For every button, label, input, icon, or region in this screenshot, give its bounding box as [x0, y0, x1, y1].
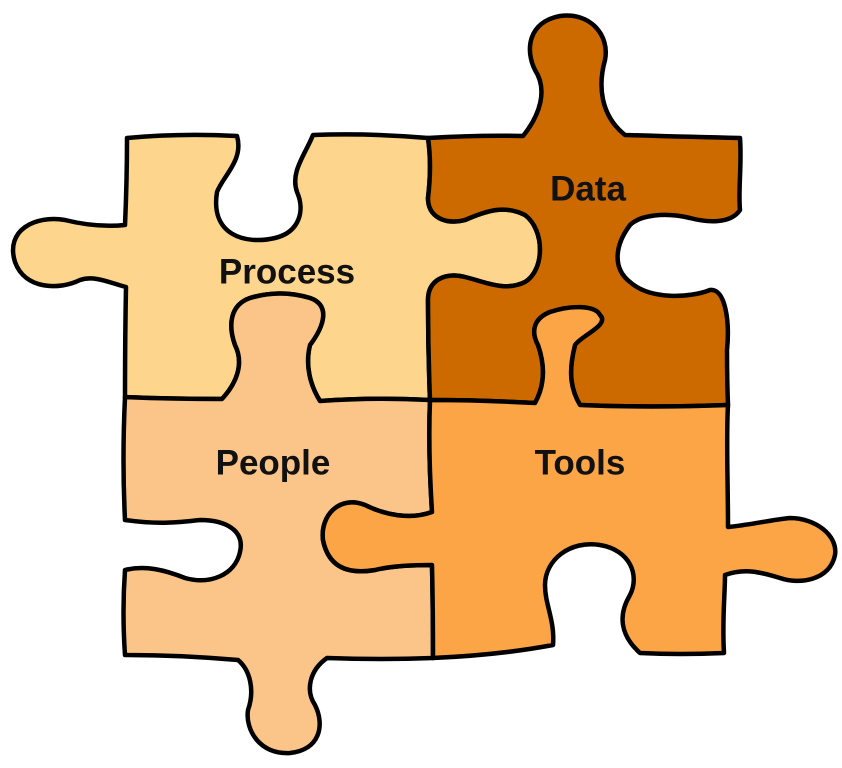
piece-label-data: Data — [550, 169, 626, 208]
puzzle-piece-data — [425, 13, 743, 409]
piece-label-tools: Tools — [535, 443, 626, 482]
puzzle-piece-tools — [320, 304, 838, 661]
piece-label-people: People — [216, 443, 331, 482]
piece-label-process: Process — [219, 252, 355, 291]
